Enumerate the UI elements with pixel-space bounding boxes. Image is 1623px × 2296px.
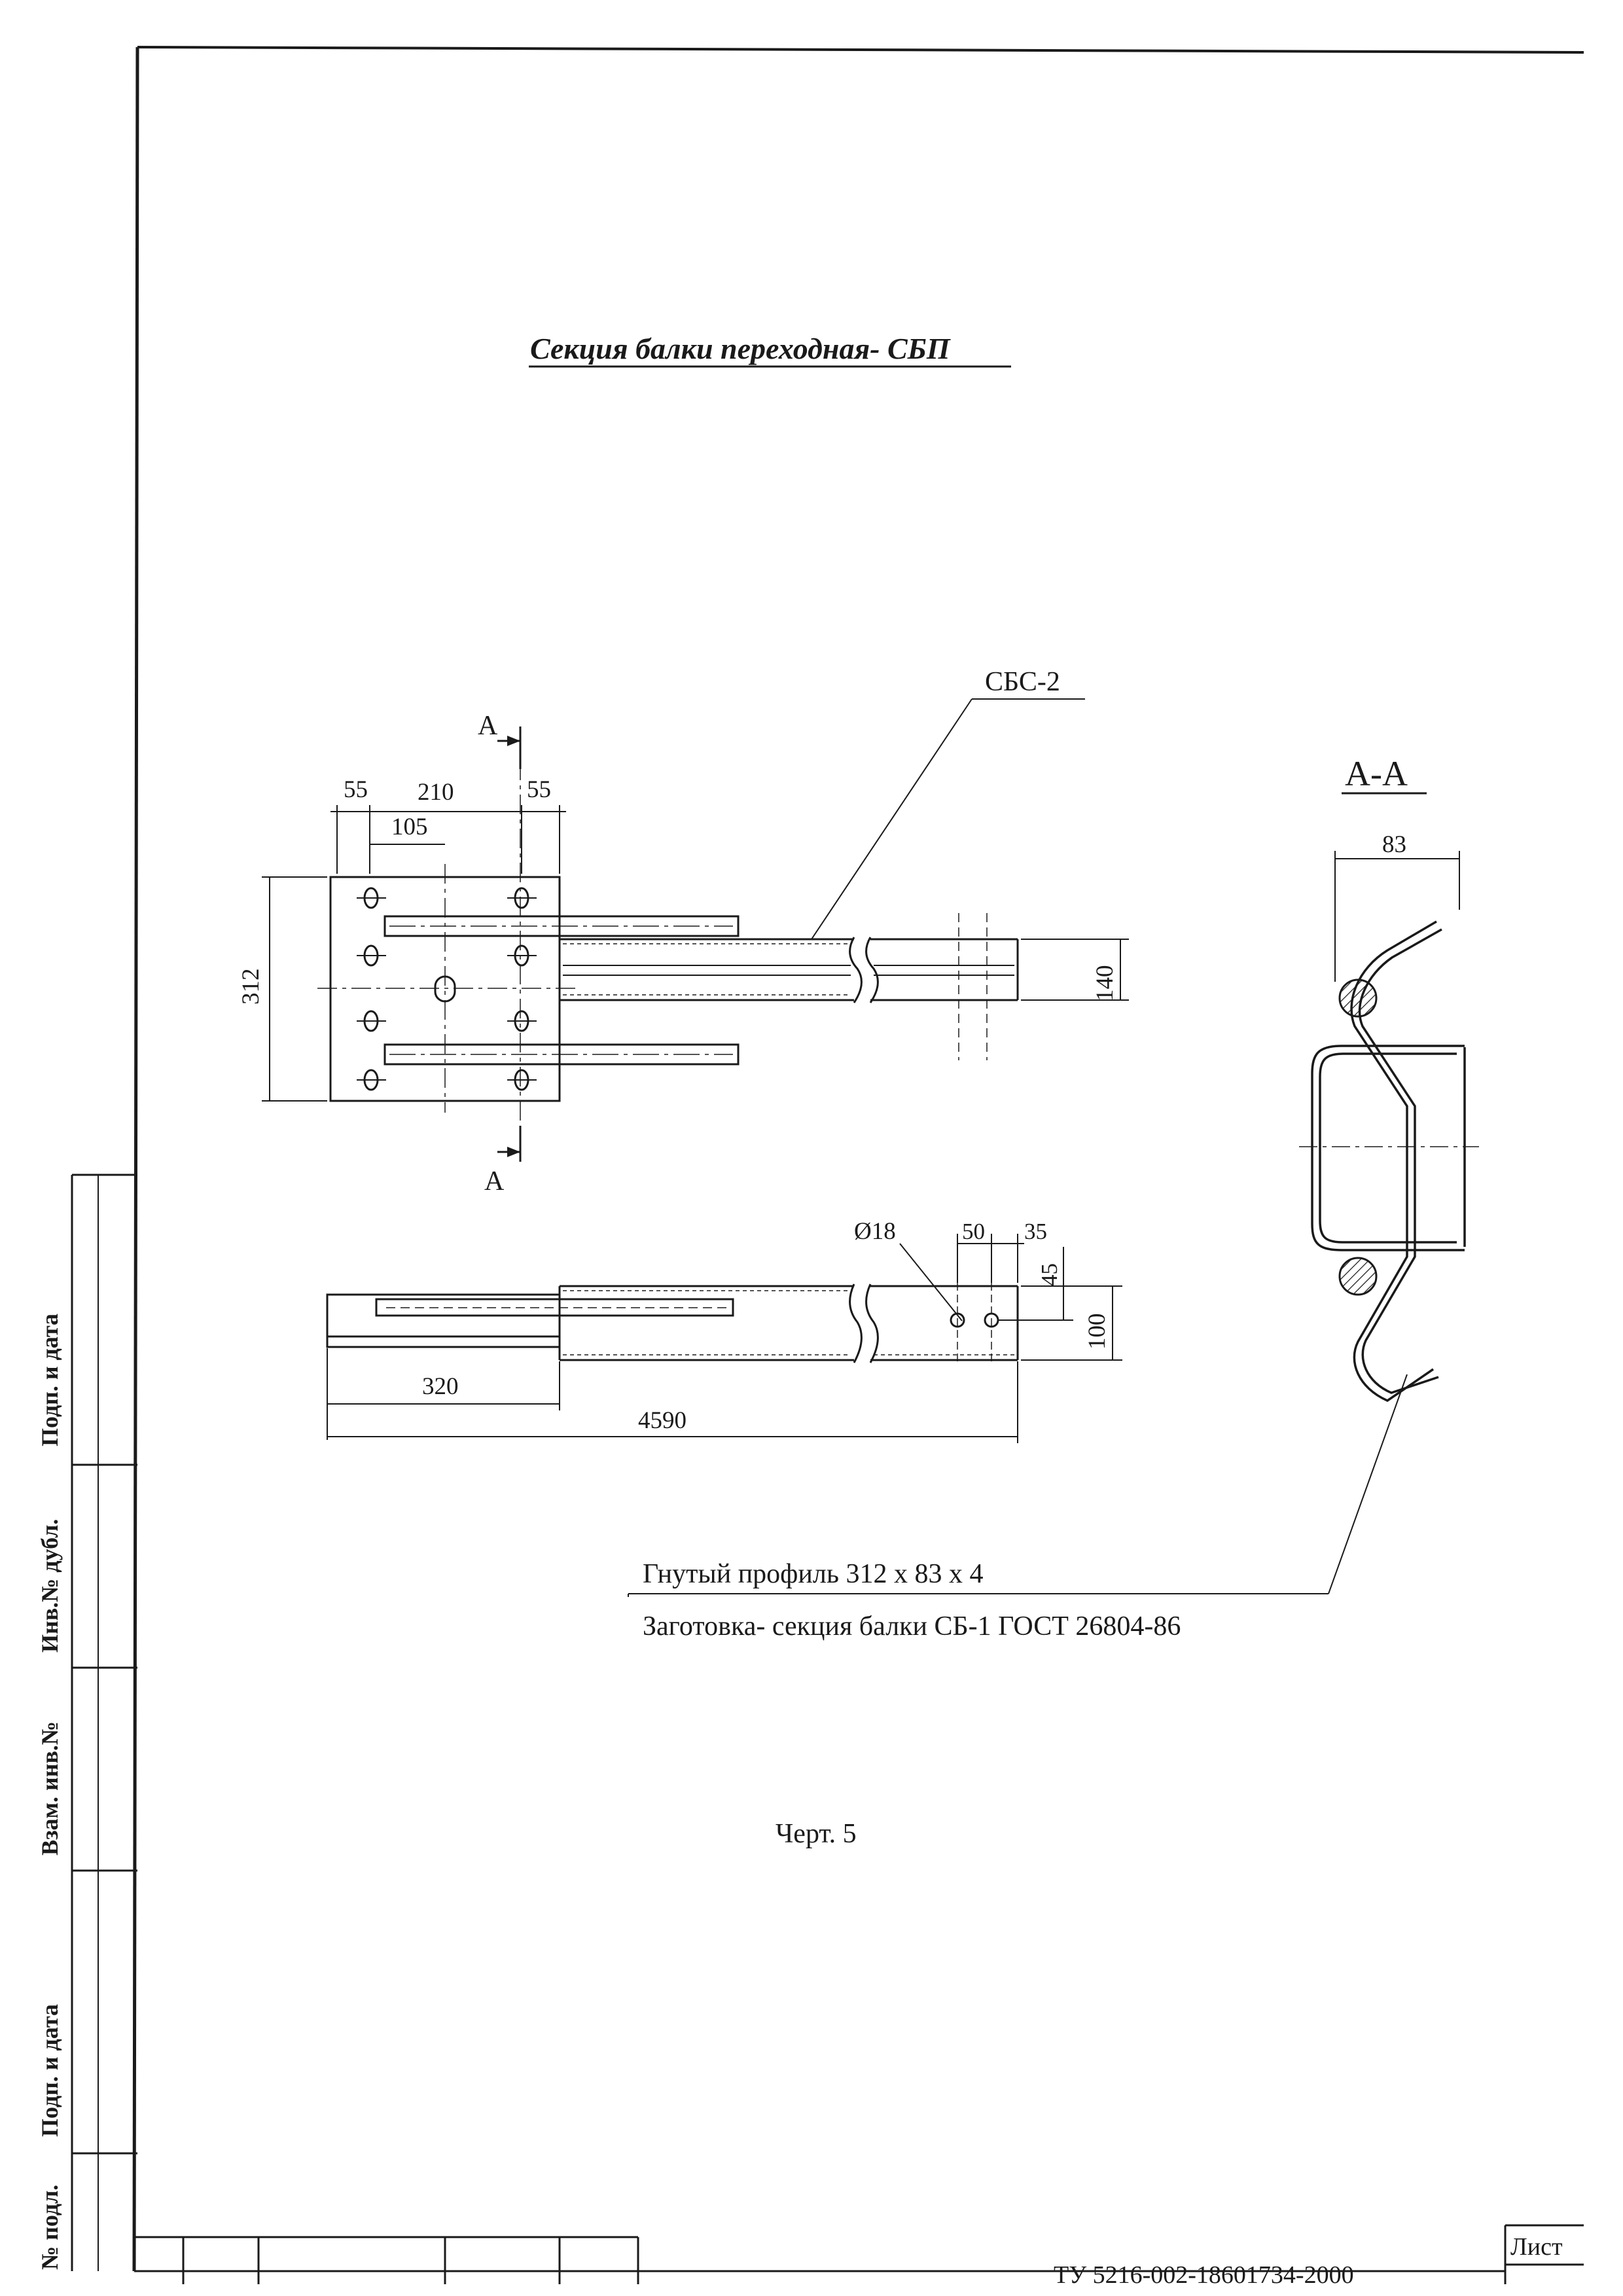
dim-plate-height: 312 <box>238 969 264 1005</box>
section-view <box>1299 920 1479 1402</box>
sidebar-exch-inv: Взам. инв.№ <box>37 1721 63 1856</box>
dim-end-50: 50 <box>962 1219 985 1244</box>
cut-label-top: А <box>478 711 498 741</box>
dim-hole-offset: 105 <box>391 814 428 840</box>
dim-plate-mid: 210 <box>418 779 454 806</box>
dim-end-35: 35 <box>1024 1219 1047 1244</box>
plan-arrows <box>507 736 520 1157</box>
note-profile: Гнутый профиль 312 х 83 х 4 <box>643 1559 984 1589</box>
dim-overlap: 320 <box>422 1373 459 1400</box>
section-rods <box>1338 978 1378 1296</box>
cut-label-bottom: А <box>484 1166 505 1196</box>
plan-dimension-lines <box>262 698 1129 1162</box>
dim-hole-diameter: Ø18 <box>854 1218 896 1245</box>
sidebar-sig-date-1: Подп. и дата <box>37 1314 63 1446</box>
title-block <box>134 2224 1584 2284</box>
plate-holes <box>357 887 537 1091</box>
dim-plate-left: 55 <box>344 776 368 803</box>
drawing-frame <box>132 46 1584 2272</box>
dim-section-depth: 83 <box>1382 831 1406 858</box>
sidebar-dup-inv: Инв.№ дубл. <box>37 1519 63 1653</box>
drawing-title: Секция балки переходная- СБП <box>530 332 951 365</box>
plan-view <box>317 726 1019 1158</box>
dim-side-height: 100 <box>1084 1314 1111 1350</box>
part-callout: СБС-2 <box>985 667 1060 697</box>
side-dimension-lines <box>327 1234 1122 1443</box>
side-view <box>326 1283 1019 1363</box>
dim-hole-height: 45 <box>1037 1263 1062 1286</box>
dim-plate-right: 55 <box>527 776 551 803</box>
sidebar-orig-inv: № подл. <box>37 2185 63 2270</box>
dim-beam-height: 140 <box>1092 965 1118 1002</box>
dim-total-length: 4590 <box>638 1407 687 1434</box>
sheet-label: Лист <box>1510 2233 1563 2261</box>
drawing-caption: Черт. 5 <box>776 1819 857 1849</box>
note-blank: Заготовка- секция балки СБ-1 ГОСТ 26804-… <box>643 1611 1181 1641</box>
side-stamp-strip <box>71 1174 137 2271</box>
section-dimension-lines <box>628 851 1460 1597</box>
section-label: А-А <box>1345 754 1408 793</box>
document-code: ТУ 5216-002-18601734-2000 <box>1054 2261 1354 2289</box>
sidebar-sig-date-2: Подп. и дата <box>37 2004 63 2137</box>
